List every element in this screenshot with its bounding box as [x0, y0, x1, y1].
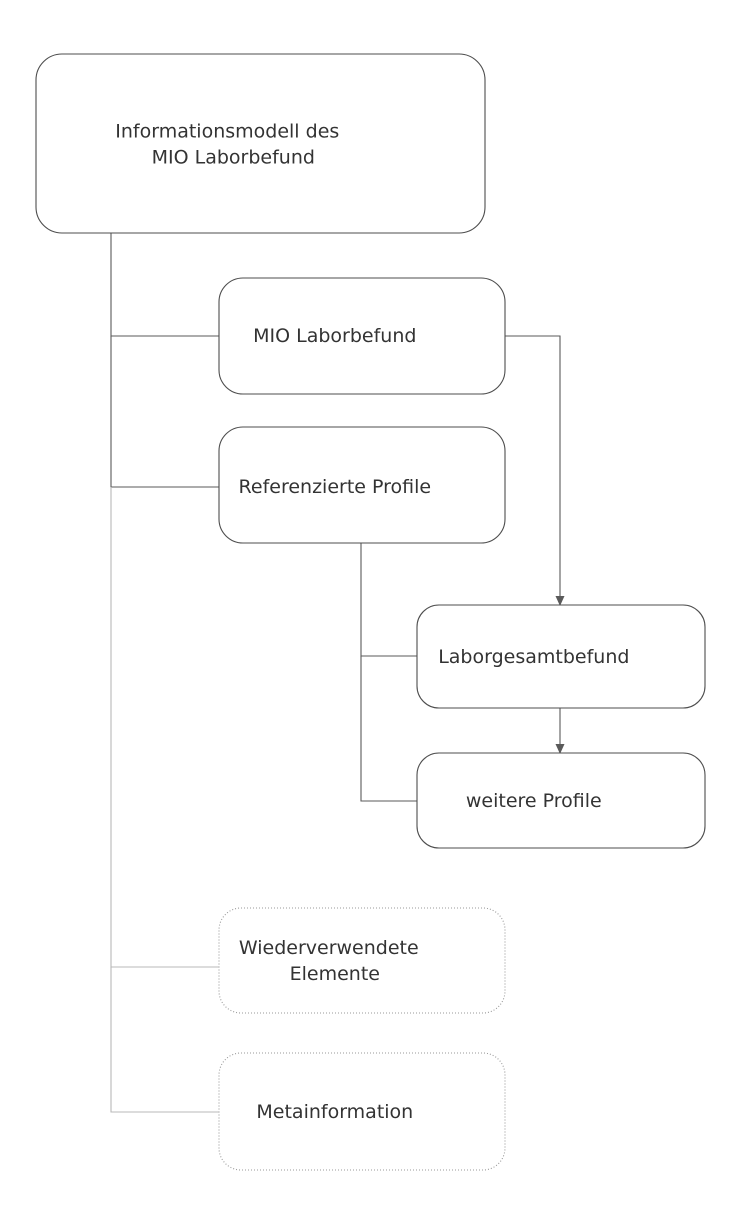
node-laborgesamtbefund-label-line-1: Laborgesamtbefund: [438, 646, 629, 668]
node-root[interactable]: Informationsmodell des MIO Laborbefund: [35, 53, 486, 234]
node-referenzierte-profile-box[interactable]: [218, 426, 506, 544]
node-metainformation-box[interactable]: [218, 1052, 506, 1171]
node-mio-laborbefund-box[interactable]: [218, 277, 506, 395]
node-laborgesamtbefund[interactable]: Laborgesamtbefund: [416, 604, 706, 709]
node-root-label-line-1: Informationsmodell des: [115, 120, 339, 142]
node-mio-laborbefund-label: MIO Laborbefund: [253, 325, 471, 347]
arrowhead-into-laborgesamtbefund: [555, 596, 565, 606]
node-wiederverwendete-elemente-box[interactable]: [218, 907, 506, 1014]
node-wiederverwendete-elemente-label: Wiederverwendete Elemente: [239, 937, 485, 985]
edge-root-to-mio-laborbefund: [110, 233, 219, 337]
node-wiederverwendete-elemente-label-line-2: Elemente: [290, 963, 380, 985]
node-weitere-profile-label-line-1: weitere Profile: [466, 790, 602, 812]
node-metainformation-label-line-1: Metainformation: [256, 1101, 413, 1123]
node-metainformation-label: Metainformation: [256, 1101, 467, 1123]
node-referenzierte-profile-label-line-1: Referenzierte Profile: [239, 476, 432, 498]
node-referenzierte-profile[interactable]: Referenzierte Profile: [218, 426, 506, 544]
edge-root-to-metainformation: [110, 967, 219, 1113]
node-layer: Informationsmodell des MIO Laborbefund M…: [35, 53, 706, 1171]
node-weitere-profile-box[interactable]: [416, 752, 706, 849]
edge-referenzierte-profile-to-weitere-profile: [360, 656, 417, 802]
node-root-label: Informationsmodell des MIO Laborbefund: [115, 120, 405, 168]
node-wiederverwendete-elemente[interactable]: Wiederverwendete Elemente: [218, 907, 506, 1014]
node-root-box[interactable]: [35, 53, 486, 234]
edge-root-to-referenzierte-profile: [110, 336, 219, 488]
node-laborgesamtbefund-label: Laborgesamtbefund: [438, 646, 684, 668]
edge-referenzierte-profile-to-laborgesamtbefund: [360, 543, 417, 657]
edge-mio-laborbefund-to-laborgesamtbefund: [505, 335, 561, 598]
edge-root-to-wiederverwendete-elemente: [110, 487, 219, 968]
arrowhead-into-weitere-profile: [555, 744, 565, 754]
node-root-label-line-2: MIO Laborbefund: [152, 146, 315, 168]
node-mio-laborbefund-label-line-1: MIO Laborbefund: [253, 325, 416, 347]
node-laborgesamtbefund-box[interactable]: [416, 604, 706, 709]
node-metainformation[interactable]: Metainformation: [218, 1052, 506, 1171]
node-weitere-profile[interactable]: weitere Profile: [416, 752, 706, 849]
edge-layer: [110, 233, 565, 1113]
node-wiederverwendete-elemente-label-line-1: Wiederverwendete: [239, 937, 419, 959]
node-referenzierte-profile-label: Referenzierte Profile: [239, 476, 486, 498]
node-weitere-profile-label: weitere Profile: [466, 790, 656, 812]
node-mio-laborbefund[interactable]: MIO Laborbefund: [218, 277, 506, 395]
